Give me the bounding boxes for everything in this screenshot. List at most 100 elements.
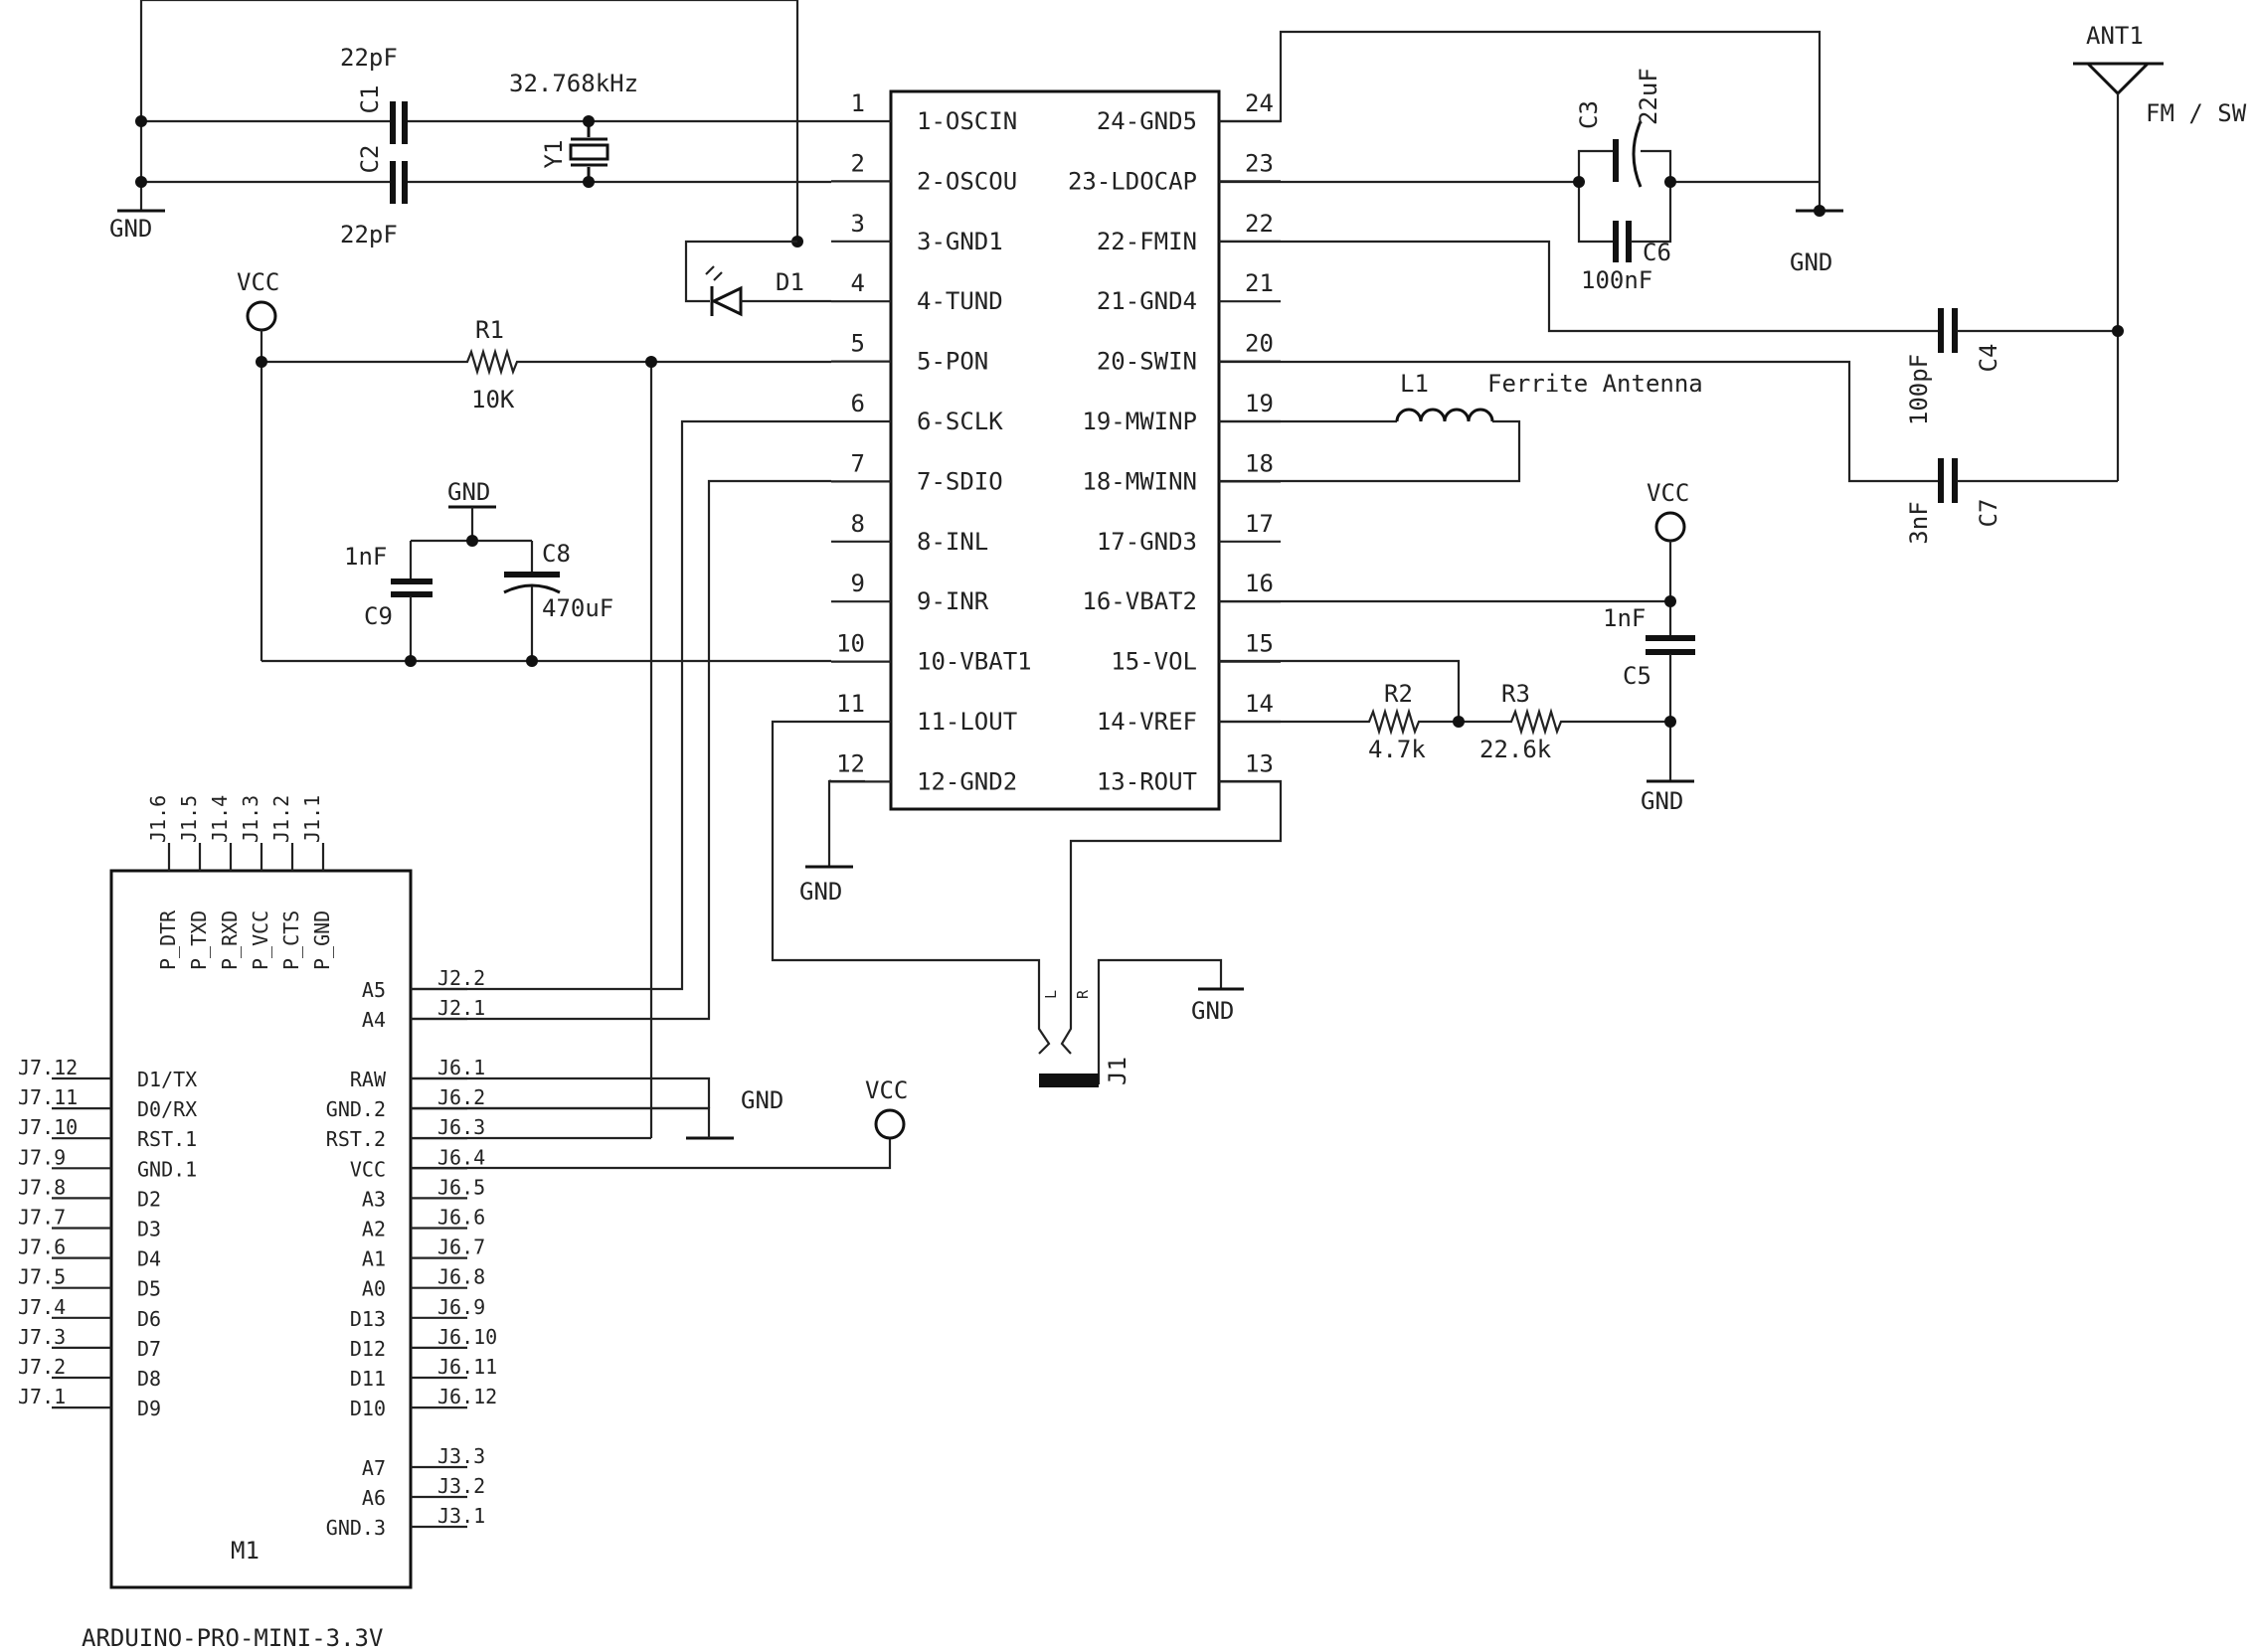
ic-pin-17-number: 17: [1245, 510, 1274, 538]
right-pin-label: A7: [362, 1456, 386, 1480]
left-signal-routing: [411, 419, 1041, 1021]
audio-jack-j1: [1037, 779, 1283, 1087]
right-pin-label: A1: [362, 1247, 386, 1271]
left-pin-label: D0/RX: [137, 1097, 197, 1121]
right-pin-connector: J2.2: [437, 966, 485, 990]
c1-ref: C1: [356, 85, 384, 114]
ic-pin-13-number: 13: [1245, 749, 1274, 777]
ic-pin-20-label: 20-SWIN: [1097, 348, 1197, 376]
top-pin-connector: J1.4: [208, 795, 232, 843]
ic-pin-14-label: 14-VREF: [1097, 708, 1197, 736]
right-pin-connector: J6.1: [437, 1056, 485, 1079]
ic-pin-3-label: 3-GND1: [917, 228, 1003, 255]
top-pin-label: P_GND: [310, 910, 334, 970]
top-pin-label: P_TXD: [187, 910, 211, 970]
right-pin-label: A0: [362, 1277, 386, 1301]
j1-right-label: R: [1074, 989, 1092, 999]
left-pin-connector: J7.10: [18, 1115, 78, 1139]
y1-value: 32.768kHz: [509, 70, 638, 97]
ic-pin-23-number: 23: [1245, 149, 1274, 177]
ic-pin-12-number: 12: [836, 749, 865, 777]
gnd-label-arduino: GND: [741, 1086, 783, 1114]
led-d1: [684, 240, 831, 317]
l1-value: Ferrite Antenna: [1487, 370, 1703, 398]
right-pin-connector: J6.10: [437, 1325, 497, 1349]
ic-pin-13-label: 13-ROUT: [1097, 767, 1197, 795]
right-pin-label: A3: [362, 1187, 386, 1211]
right-pin-label: GND.2: [326, 1097, 386, 1121]
gnd-label-c8: GND: [447, 478, 490, 506]
antenna-section: [1219, 62, 2164, 503]
ic-pin-8-label: 8-INL: [917, 528, 988, 556]
ic-pin-15-number: 15: [1245, 630, 1274, 658]
right-pin-label: A5: [362, 978, 386, 1002]
ic-pin-14-number: 14: [1245, 690, 1274, 718]
right-pin-connector: J6.9: [437, 1295, 485, 1319]
c4-ref: C4: [1975, 344, 2002, 373]
left-pin-connector: J7.9: [18, 1145, 66, 1169]
r2-ref: R2: [1384, 680, 1413, 708]
ic-pin-23-label: 23-LDOCAP: [1068, 167, 1197, 195]
ic-pin-18-label: 18-MWINN: [1082, 467, 1197, 495]
right-pin-label: D13: [350, 1307, 386, 1331]
ic-pin-21-label: 21-GND4: [1097, 287, 1197, 315]
ic-pin-4-number: 4: [851, 269, 865, 297]
jack-body: [1039, 1074, 1099, 1087]
right-pin-label: A6: [362, 1486, 386, 1510]
c4-value: 100pF: [1905, 354, 1933, 425]
right-pin-label: VCC: [350, 1157, 386, 1181]
right-pin-label: GND.3: [326, 1516, 386, 1540]
j1-ref: J1: [1104, 1057, 1131, 1085]
left-pin-connector: J7.2: [18, 1355, 66, 1379]
ic-pin-6-number: 6: [851, 390, 865, 417]
c8-c9-section: [391, 505, 561, 667]
left-pin-label: D5: [137, 1277, 161, 1301]
crystal-section: [117, 0, 831, 248]
top-pin-label: P_RXD: [218, 910, 242, 970]
right-pin-label: D12: [350, 1337, 386, 1361]
crystal-y1: [569, 121, 609, 182]
ic-pin-22-number: 22: [1245, 210, 1274, 238]
r3-ref: R3: [1501, 680, 1530, 708]
arduino-module: J1.6P_DTRJ1.5P_TXDJ1.4P_RXDJ1.3P_VCCJ1.2…: [18, 795, 906, 1589]
right-pin-connector: J6.7: [437, 1236, 485, 1259]
left-pin-label: D7: [137, 1337, 161, 1361]
right-pin-label: RAW: [350, 1068, 387, 1091]
ic-pin-24-label: 24-GND5: [1097, 107, 1197, 135]
c8-ref: C8: [542, 540, 571, 568]
right-pin-label: D11: [350, 1367, 386, 1391]
ant1-ref: ANT1: [2086, 22, 2144, 50]
right-pin-connector: J6.8: [437, 1265, 485, 1289]
ic-pin-9-label: 9-INR: [917, 587, 989, 615]
ic-pin-3-number: 3: [851, 210, 865, 238]
left-pin-label: D1/TX: [137, 1068, 197, 1091]
r2-value: 4.7k: [1368, 736, 1426, 763]
ic-pin-7-number: 7: [851, 449, 865, 477]
ic-pin-7-label: 7-SDIO: [917, 467, 1003, 495]
c5-value: 1nF: [1603, 604, 1646, 632]
left-pin-connector: J7.12: [18, 1056, 78, 1079]
top-pin-label: P_CTS: [279, 910, 303, 970]
left-pin-label: D4: [137, 1247, 161, 1271]
c7-value: 3nF: [1905, 501, 1933, 544]
ic-pin-24-number: 24: [1245, 89, 1274, 117]
right-pin-label: A4: [362, 1008, 386, 1032]
c3-value: 22uF: [1635, 68, 1662, 125]
top-pin-connector: J1.1: [300, 795, 324, 843]
right-pin-connector: J6.12: [437, 1385, 497, 1408]
ic-pin-5-label: 5-PON: [917, 348, 988, 376]
right-pin-connector: J6.6: [437, 1206, 485, 1230]
c2-value: 22pF: [340, 221, 398, 248]
ferrite-inductor-l1: [1219, 408, 1521, 483]
left-pin-label: RST.1: [137, 1127, 197, 1151]
ic-pin-16-number: 16: [1245, 570, 1274, 597]
ic-pin-19-number: 19: [1245, 390, 1274, 417]
right-pin-connector: J6.4: [437, 1145, 485, 1169]
ic-pin-11-number: 11: [836, 690, 865, 718]
ic-pin-20-number: 20: [1245, 330, 1274, 358]
ic-pin-9-number: 9: [851, 570, 865, 597]
left-pin-connector: J7.1: [18, 1385, 66, 1408]
right-pin-connector: J3.1: [437, 1504, 485, 1528]
ic-pin-21-number: 21: [1245, 269, 1274, 297]
